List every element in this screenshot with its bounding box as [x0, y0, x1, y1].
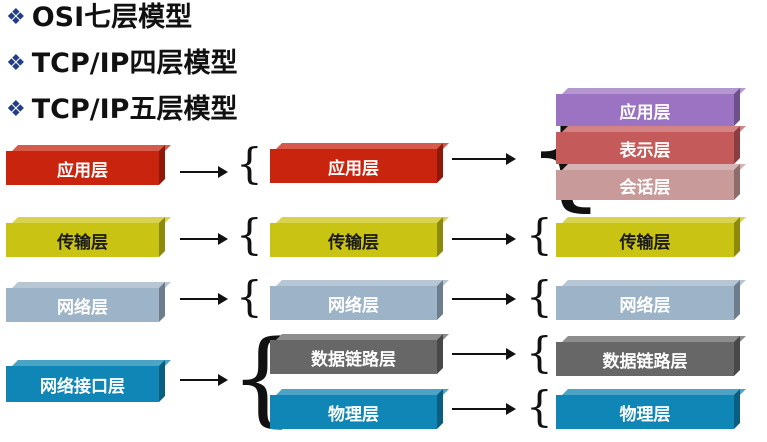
col3-presentation-layer: 表示层: [556, 126, 746, 164]
arrow-icon: [180, 166, 228, 178]
col1-application-layer: 应用层: [6, 145, 171, 185]
col3-data-link-layer: 数据链路层: [556, 336, 746, 376]
arrow-icon: [452, 293, 516, 305]
layer-label: 网络接口层: [6, 366, 159, 402]
brace-icon: {: [236, 272, 263, 321]
arrow-icon: [180, 374, 228, 386]
layer-label: 传输层: [270, 223, 437, 257]
col3-network-layer: 网络层: [556, 280, 746, 320]
layer-label: 会话层: [556, 170, 734, 200]
arrow-icon: [180, 293, 228, 305]
arrow-icon: [452, 233, 516, 245]
col1-transport-layer: 传输层: [6, 217, 171, 257]
layer-label: 网络层: [6, 288, 159, 322]
title-text: TCP/IP四层模型: [31, 48, 238, 79]
col2-transport-layer: 传输层: [270, 217, 449, 257]
col1-network-layer: 网络层: [6, 282, 171, 322]
col2-data-link-layer: 数据链路层: [270, 334, 449, 374]
layer-label: 传输层: [556, 223, 734, 257]
diamond-bullet-icon: ❖: [6, 5, 26, 30]
layer-label: 物理层: [556, 395, 734, 429]
layer-label: 物理层: [270, 395, 437, 429]
arrow-icon: [452, 153, 516, 165]
title-text: TCP/IP五层模型: [31, 94, 238, 125]
title-osi: ❖OSI七层模型: [6, 2, 192, 34]
col1-network-interface-layer: 网络接口层: [6, 360, 171, 402]
layer-label: 传输层: [6, 223, 159, 257]
layer-label: 应用层: [556, 94, 734, 126]
col3-physical-layer: 物理层: [556, 389, 746, 429]
arrow-icon: [452, 403, 516, 415]
layer-label: 数据链路层: [270, 340, 437, 374]
col2-physical-layer: 物理层: [270, 389, 449, 429]
col3-session-layer: 会话层: [556, 164, 746, 200]
layer-label: 网络层: [270, 286, 437, 320]
col3-application-layer: 应用层: [556, 88, 746, 126]
layer-label: 应用层: [270, 149, 437, 183]
diamond-bullet-icon: ❖: [6, 51, 26, 76]
layer-label: 数据链路层: [556, 342, 734, 376]
brace-icon: {: [526, 328, 553, 377]
arrow-icon: [452, 348, 516, 360]
layer-label: 表示层: [556, 132, 734, 164]
col3-transport-layer: 传输层: [556, 217, 746, 257]
diamond-bullet-icon: ❖: [6, 97, 26, 122]
col2-application-layer: 应用层: [270, 143, 449, 183]
layer-label: 应用层: [6, 151, 159, 185]
brace-icon: {: [526, 272, 553, 321]
arrow-icon: [180, 233, 228, 245]
title-text: OSI七层模型: [31, 2, 193, 33]
brace-icon: {: [526, 210, 553, 259]
brace-icon: {: [236, 139, 263, 188]
col2-network-layer: 网络层: [270, 280, 449, 320]
brace-icon: {: [526, 382, 553, 431]
title-tcpip-5: ❖TCP/IP五层模型: [6, 94, 237, 126]
layer-label: 网络层: [556, 286, 734, 320]
title-tcpip-4: ❖TCP/IP四层模型: [6, 48, 237, 80]
brace-icon: {: [236, 210, 263, 259]
